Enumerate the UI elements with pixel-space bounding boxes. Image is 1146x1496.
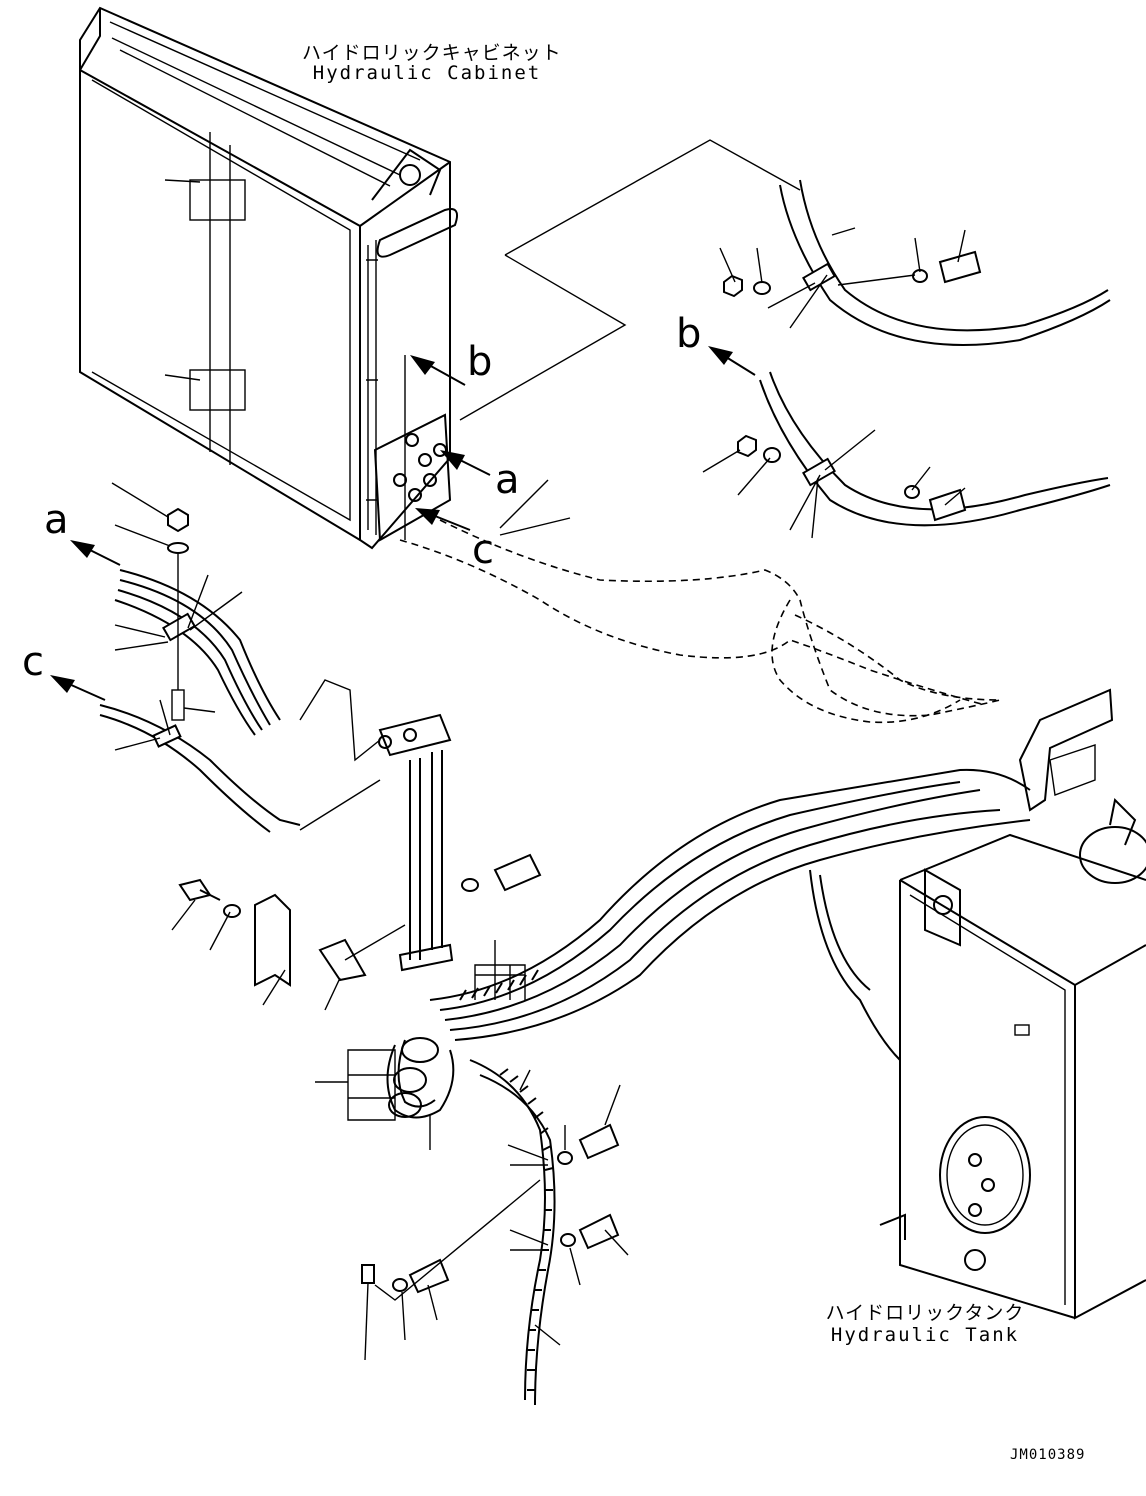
ref-label-c-cabinet: c	[472, 527, 494, 573]
ref-label-b-cabinet: b	[467, 339, 493, 385]
ref-label-c-detail: c	[22, 639, 44, 685]
ref-label-a-cabinet: a	[495, 457, 520, 503]
dashed-hoses	[399, 519, 1001, 724]
main-hose-bundle	[386, 768, 1031, 1406]
hydraulic-tank	[879, 688, 1146, 1320]
ref-label-b-detail: b	[676, 311, 702, 357]
cabinet-label-jp: ハイドロリックキャビネット	[302, 42, 562, 64]
drawing-code: JM010389	[1010, 1447, 1086, 1463]
hydraulic-cabinet	[79, 6, 458, 550]
bracket-fasteners	[178, 853, 620, 1294]
vertical-pipes	[378, 713, 454, 972]
ref-label-a-detail: a	[44, 497, 69, 543]
tank-label-en: Hydraulic Tank	[830, 1324, 1020, 1346]
reference-arrows	[50, 346, 756, 701]
leader-lines	[111, 227, 966, 1361]
detail-hoses-left	[99, 507, 381, 833]
detail-hoses-right	[459, 139, 1111, 527]
cabinet-label-en: Hydraulic Cabinet	[312, 62, 542, 84]
tank-label-jp: ハイドロリックタンク	[825, 1302, 1025, 1324]
